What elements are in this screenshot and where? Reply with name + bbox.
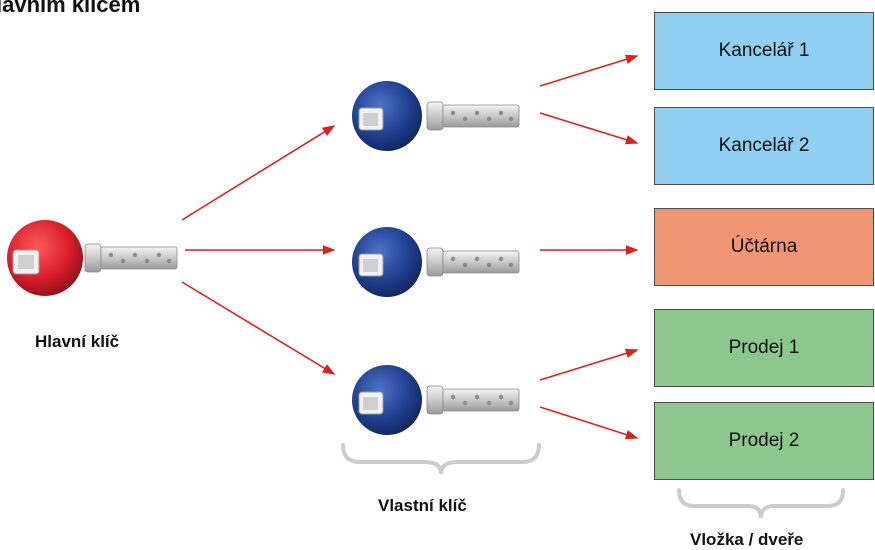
arrow-key3-to-door-5 [539, 406, 639, 440]
door-box-4: Prodej 1 [654, 309, 874, 387]
own-key-3-icon [352, 365, 520, 435]
door-box-label: Prodej 1 [728, 337, 800, 358]
door-box-label: Kancelář 2 [718, 135, 810, 156]
arrow-master-to-key-3 [181, 281, 336, 375]
door-box-2: Kancelář 2 [654, 107, 874, 185]
master-key-icon [7, 220, 178, 296]
door-box-5: Prodej 2 [654, 402, 874, 480]
arrow-master-to-key-1 [181, 125, 336, 221]
arrow-key1-to-door-2 [539, 112, 639, 145]
own-keys-brace [341, 443, 541, 475]
own-key-label: Vlastní klíč [378, 496, 467, 515]
doors-brace [677, 488, 845, 519]
arrow-key3-to-door-4 [539, 348, 639, 381]
own-key-1-icon [352, 81, 520, 151]
connection-arrows [181, 54, 639, 440]
master-key-label: Hlavní klíč [35, 332, 120, 351]
own-key-2-icon [352, 227, 520, 297]
door-box-label: Kancelář 1 [718, 40, 810, 61]
arrow-key1-to-door-1 [539, 54, 639, 87]
door-box-1: Kancelář 1 [654, 12, 874, 90]
door-box-label: Prodej 2 [728, 430, 800, 451]
door-box-label: Účtárna [730, 236, 798, 257]
cylinder-door-label: Vložka / dveře [690, 530, 804, 549]
door-box-3: Účtárna [654, 208, 874, 286]
diagram-title: lavním klíčem [0, 0, 141, 17]
